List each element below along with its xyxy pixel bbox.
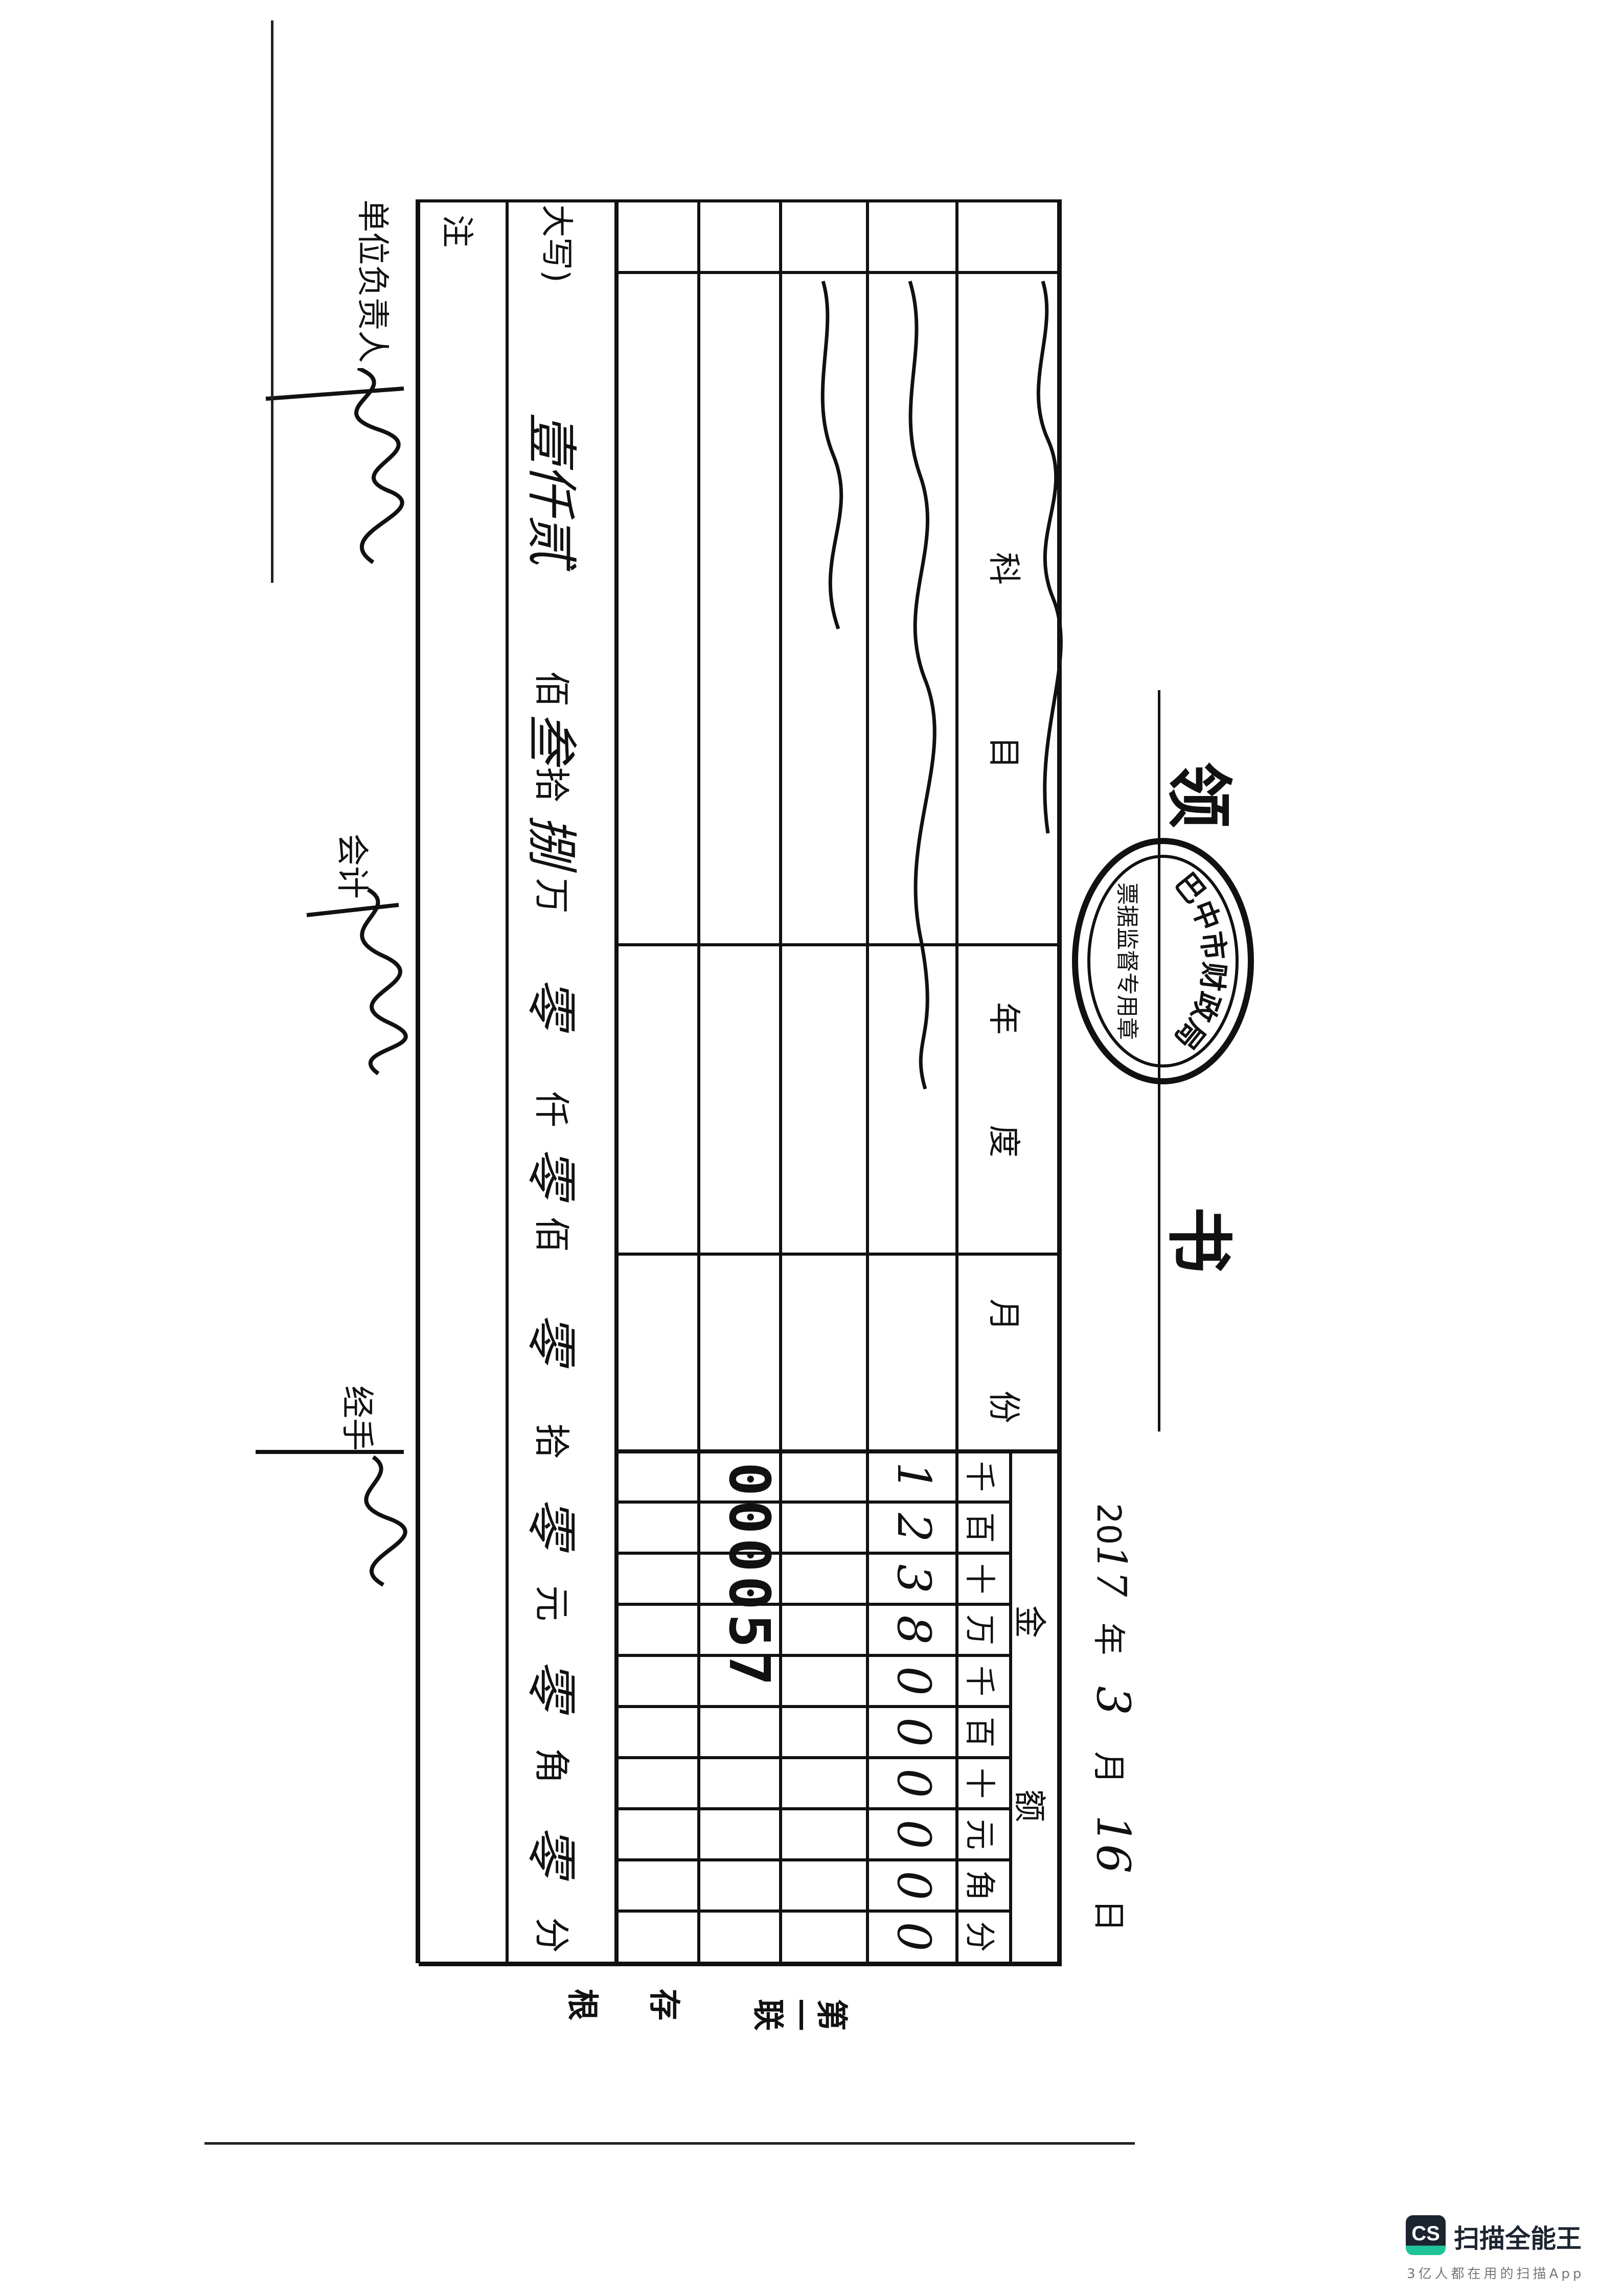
header-amount-2: 额 — [1010, 1789, 1048, 1822]
digit-value: 2 — [887, 1513, 941, 1542]
digit-unit-header: 千 — [962, 1461, 997, 1492]
handwriting-scribbles — [820, 280, 1063, 1090]
camscanner-logo-icon: CS — [1406, 2215, 1446, 2255]
capital-unit: 拾 — [531, 767, 573, 803]
date: 2017 年 3 月 16 日 — [1086, 1503, 1140, 1932]
receipt-form: 领 书 巴中市财政局 票据监督专用章 2017 年 3 月 16 日 — [189, 153, 1288, 2045]
digit-value: 8 — [887, 1615, 941, 1645]
digit-unit-header: 万 — [962, 1615, 997, 1645]
digit-value: 0 — [887, 1717, 941, 1747]
date-year-label: 年 — [1089, 1622, 1127, 1655]
capital-unit: 分 — [531, 1917, 573, 1953]
capital-unit: 佰 — [531, 1217, 573, 1253]
date-month-hand: 3 — [1086, 1686, 1140, 1716]
digit-value: 0 — [887, 1922, 941, 1951]
capital-label: 大写) — [537, 204, 575, 283]
capital-hand-digit: 零 — [521, 1659, 581, 1710]
copy-label-3: 根 — [564, 1989, 601, 2021]
capital-hand-digit: 零 — [521, 1146, 581, 1198]
stamp-center-text: 票据监督专用章 — [1114, 882, 1140, 1040]
digit-unit-header: 百 — [962, 1717, 997, 1747]
date-day-label: 日 — [1089, 1899, 1127, 1932]
scan-edge-line-bottom — [204, 2142, 1135, 2145]
title-char-1: 领 — [1160, 762, 1238, 829]
capital-hand-digit: 壹仟贰 — [521, 412, 581, 566]
capital-hand-digit: 零 — [521, 977, 581, 1028]
digit-value: 0 — [887, 1871, 941, 1900]
digit-unit-header: 千 — [962, 1666, 997, 1696]
copy-label-2: 存 — [646, 1989, 683, 2021]
capital-unit: 元 — [531, 1585, 573, 1621]
capital-hand-digit: 零 — [521, 1825, 581, 1876]
scanner-watermark: CS 扫描全能王 3亿人都在用的扫描App — [1401, 2211, 1615, 2288]
header-amount-1: 金 — [1010, 1605, 1048, 1638]
note-label: 注 — [438, 215, 475, 247]
digit-unit-header: 百 — [962, 1512, 997, 1543]
stamp-seal: 巴中市财政局 票据监督专用章 — [1072, 838, 1254, 1084]
capital-hand-digit: 零 — [521, 1312, 581, 1363]
copy-label-1: 第一联 — [753, 1993, 849, 2031]
header-month-2: 份 — [985, 1391, 1022, 1423]
head-signature-label: 单位负责人 — [353, 199, 391, 363]
digit-value: 0 — [887, 1820, 941, 1849]
capital-unit: 仟 — [531, 1092, 573, 1127]
digit-value: 0 — [887, 1666, 941, 1696]
date-prefix: 20 — [1089, 1503, 1127, 1545]
capital-unit: 角 — [531, 1748, 573, 1784]
capital-hand-digit: 叁 — [521, 712, 581, 763]
capital-hand-digit: 零 — [521, 1496, 581, 1548]
watermark-tagline: 3亿人都在用的扫描App — [1407, 2266, 1585, 2282]
digit-unit-header: 角 — [962, 1870, 997, 1901]
title-char-2: 书 — [1160, 1207, 1238, 1274]
digit-unit-header: 元 — [962, 1819, 997, 1850]
capital-unit: 万 — [531, 878, 573, 914]
watermark-name: 扫描全能王 — [1454, 2224, 1582, 2254]
capital-hand-digit: 捌 — [521, 814, 581, 866]
date-year-hand: 17 — [1088, 1544, 1135, 1597]
digit-value: 3 — [887, 1564, 941, 1594]
scan-edge-line — [271, 20, 273, 583]
digit-unit-header: 十 — [962, 1563, 997, 1594]
digit-unit-header: 分 — [962, 1921, 997, 1952]
capital-unit: 拾 — [531, 1423, 573, 1459]
date-month-label: 月 — [1089, 1751, 1127, 1784]
digit-unit-header: 十 — [962, 1768, 997, 1799]
handwritten-signatures — [256, 368, 408, 1587]
serial-number: 000057 — [717, 1462, 782, 1690]
date-day-hand: 16 — [1086, 1814, 1140, 1874]
digit-value: 0 — [887, 1768, 941, 1798]
digit-value: 1 — [887, 1462, 941, 1491]
capital-unit: 佰 — [531, 671, 573, 707]
header-month-1: 月 — [985, 1299, 1022, 1331]
